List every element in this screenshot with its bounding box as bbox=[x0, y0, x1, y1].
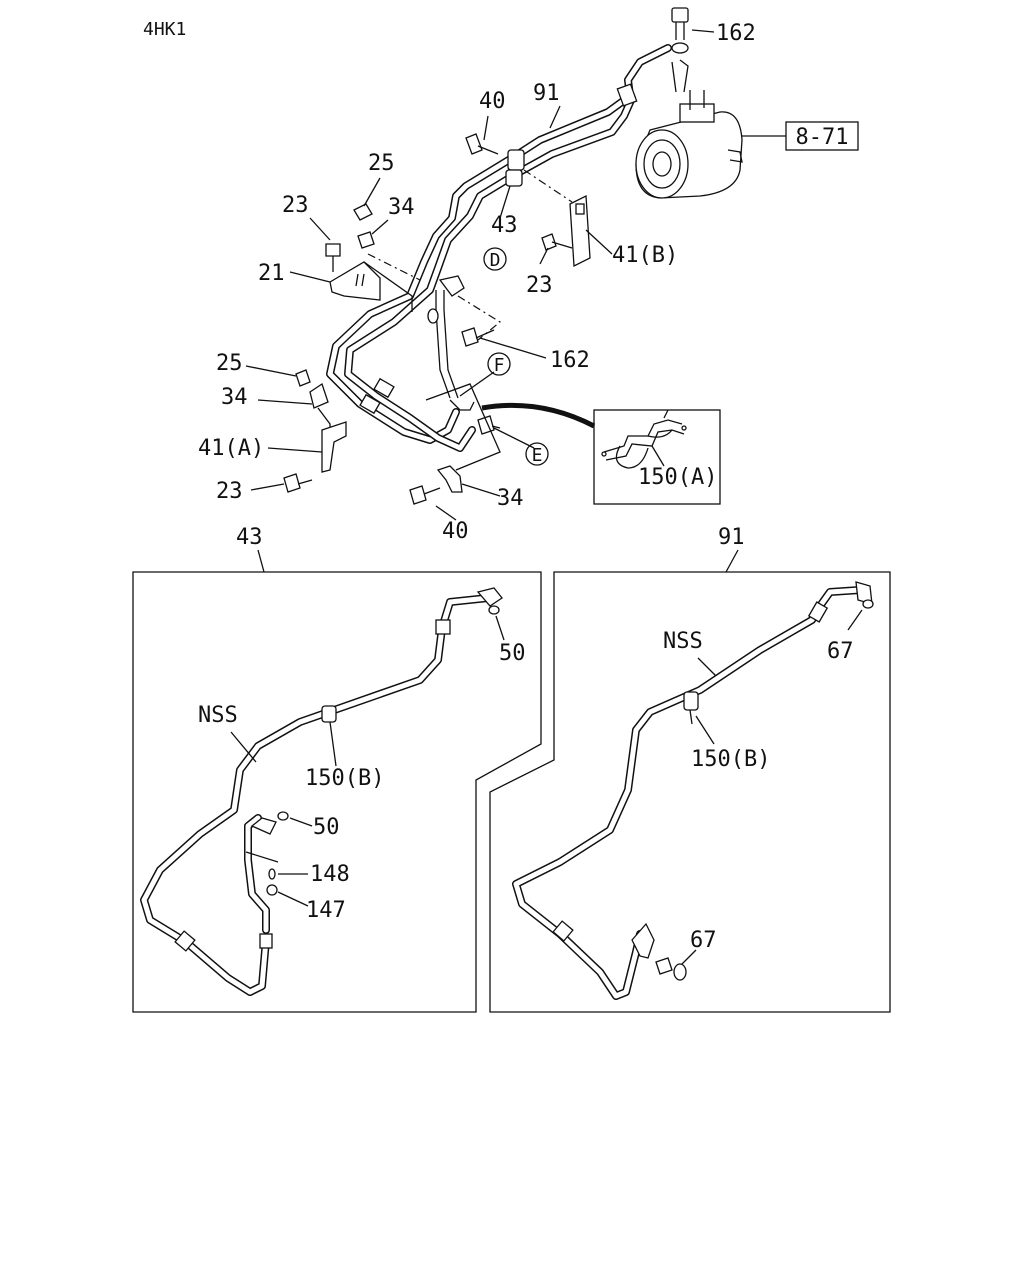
label-91-150b: 150(B) bbox=[691, 747, 770, 772]
engine-code: 4HK1 bbox=[143, 19, 186, 40]
oring-50-mid bbox=[277, 811, 289, 821]
label-21: 21 bbox=[258, 261, 285, 286]
leader-dashed-21 bbox=[367, 253, 421, 281]
label-91-top: 91 bbox=[533, 81, 560, 106]
pipe-91-joint-a bbox=[807, 601, 829, 623]
panel-43-title: 43 bbox=[236, 525, 263, 550]
circle-e-label: E bbox=[532, 445, 543, 466]
circle-d-label: D bbox=[490, 250, 501, 271]
label-23-top: 23 bbox=[282, 193, 309, 218]
leaders-top bbox=[245, 29, 786, 521]
top-assembly: D F E 8-71 162 91 40 25 34 23 43 41(B) 2… bbox=[198, 7, 859, 544]
label-34-left: 34 bbox=[221, 385, 248, 410]
panel-43-border bbox=[132, 571, 542, 1013]
bracket-41a bbox=[283, 369, 347, 493]
fitting-91-lower bbox=[631, 922, 655, 959]
cap-147 bbox=[266, 884, 278, 896]
label-23-bottom: 23 bbox=[216, 479, 243, 504]
label-43-148: 148 bbox=[310, 862, 350, 887]
label-43-nss: NSS bbox=[198, 703, 238, 728]
bracket-21 bbox=[325, 203, 413, 312]
label-91-nss: NSS bbox=[663, 629, 703, 654]
fitting-43-upper bbox=[250, 817, 277, 835]
nut-91-lower bbox=[655, 957, 673, 975]
label-23-mid: 23 bbox=[526, 273, 553, 298]
pipe-91-joint-b bbox=[552, 920, 574, 942]
label-40-bottom: 40 bbox=[442, 519, 469, 544]
clamp-top bbox=[465, 133, 525, 187]
plug-148 bbox=[268, 868, 276, 880]
compressor-icon bbox=[635, 59, 743, 199]
label-91-67-top: 67 bbox=[827, 639, 854, 664]
leaders-panel-91 bbox=[681, 609, 863, 965]
oring-67-bottom bbox=[673, 963, 687, 981]
label-25-left: 25 bbox=[216, 351, 243, 376]
detail-panel-91: 91 NSS 67 150(B) 67 bbox=[489, 525, 891, 1013]
zone-f-outline bbox=[425, 383, 501, 471]
detail-panel-43: 43 50 NSS 150(B) 50 148 147 bbox=[132, 525, 542, 1013]
label-91-67-bottom: 67 bbox=[690, 928, 717, 953]
panel-91-title: 91 bbox=[718, 525, 745, 550]
harness-arc bbox=[481, 402, 596, 429]
circle-f-label: F bbox=[494, 355, 505, 376]
label-41a: 41(A) bbox=[198, 436, 264, 461]
clamp-150b-43 bbox=[321, 705, 337, 723]
label-162-mid: 162 bbox=[550, 348, 590, 373]
clamp-bottom bbox=[409, 327, 501, 505]
circle-marker-f bbox=[487, 352, 511, 376]
label-40-top: 40 bbox=[479, 89, 506, 114]
label-150a: 150(A) bbox=[638, 465, 717, 490]
pipe-43-joint-c bbox=[259, 933, 273, 949]
label-43-50-top: 50 bbox=[499, 641, 526, 666]
leader-dashed-162 bbox=[457, 295, 502, 341]
label-43-147: 147 bbox=[306, 898, 346, 923]
reference-8-71: 8-71 bbox=[796, 125, 849, 150]
pipe-91-43-assembly bbox=[326, 44, 672, 452]
fitting-43-top bbox=[476, 587, 503, 607]
label-43-50-mid: 50 bbox=[313, 815, 340, 840]
label-34-top: 34 bbox=[388, 195, 415, 220]
oring-67-top bbox=[862, 599, 874, 609]
clamp-150b-91 bbox=[683, 691, 699, 711]
pipe-43-joint-b bbox=[174, 930, 196, 952]
label-43-mid: 43 bbox=[491, 213, 518, 238]
pipe-43-joint-a bbox=[435, 619, 451, 635]
oring-50-top bbox=[488, 605, 500, 615]
circle-marker-e bbox=[525, 442, 549, 466]
leader-dashed-41b bbox=[523, 169, 573, 203]
label-41b: 41(B) bbox=[612, 243, 678, 268]
bracket-41b bbox=[541, 194, 591, 268]
circle-marker-d bbox=[483, 247, 507, 271]
leaders-panel-43 bbox=[230, 615, 505, 907]
label-43-150b: 150(B) bbox=[305, 766, 384, 791]
panel-91-border bbox=[489, 571, 891, 1013]
label-25-top: 25 bbox=[368, 151, 395, 176]
label-162-top: 162 bbox=[716, 21, 756, 46]
label-34-bottom: 34 bbox=[497, 486, 524, 511]
bolt-162-top bbox=[671, 7, 689, 54]
